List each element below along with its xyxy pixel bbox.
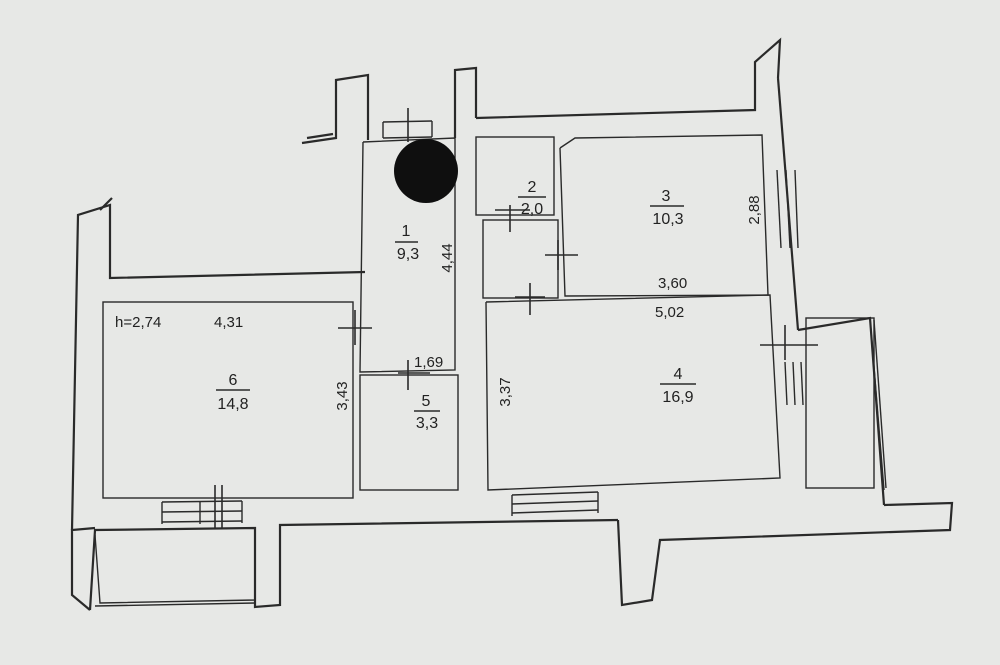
dim-room6-depth: 3,43 — [334, 381, 351, 410]
room-number: 1 — [402, 223, 411, 240]
door-marks — [214, 108, 818, 528]
room-area: 2,0 — [521, 201, 543, 218]
window-room6 — [161, 500, 243, 524]
window-room4-bottom — [511, 491, 599, 516]
dim-room3-depth: 2,88 — [746, 195, 763, 224]
ink-blot — [394, 139, 458, 203]
dimension-labels: h=2,74 4,31 3,43 4,44 1,69 3,60 2,88 5,0… — [115, 195, 763, 410]
ceiling-height-label: h=2,74 — [115, 314, 161, 331]
outer-walls — [70, 37, 954, 611]
room-5-outline — [359, 374, 459, 491]
room-number: 4 — [674, 366, 683, 383]
window-loggia — [873, 319, 887, 489]
dim-room5-width: 1,69 — [414, 354, 443, 371]
window-room4-right — [784, 361, 804, 406]
windows — [161, 120, 887, 524]
room-number: 5 — [422, 393, 431, 410]
room-label-3: 3 10,3 — [650, 188, 684, 228]
room-label-6: 6 14,8 — [216, 372, 250, 413]
room-2-outline — [475, 136, 555, 216]
room-label-1: 1 9,3 — [395, 223, 419, 263]
room-area: 10,3 — [652, 211, 683, 228]
room-area: 3,3 — [416, 415, 438, 432]
room-number: 2 — [528, 179, 537, 196]
dim-hall-length: 4,44 — [439, 243, 456, 272]
room-area: 14,8 — [217, 396, 248, 413]
window-room3 — [776, 169, 799, 249]
dim-room6-width: 4,31 — [214, 314, 243, 331]
dim-room4-width: 5,02 — [655, 304, 684, 321]
loggia-right-outline — [805, 317, 875, 489]
room-number: 3 — [662, 188, 671, 205]
room-area: 9,3 — [397, 246, 419, 263]
room-6-outline — [102, 301, 354, 499]
room-label-2: 2 2,0 — [518, 179, 546, 218]
room-label-4: 4 16,9 — [660, 366, 696, 406]
room-number: 6 — [229, 372, 238, 389]
dim-room3-width: 3,60 — [658, 275, 687, 292]
bath-outline — [482, 219, 559, 299]
room-label-5: 5 3,3 — [414, 393, 440, 432]
dim-room4-depth: 3,37 — [497, 377, 514, 406]
room-area: 16,9 — [662, 389, 693, 406]
